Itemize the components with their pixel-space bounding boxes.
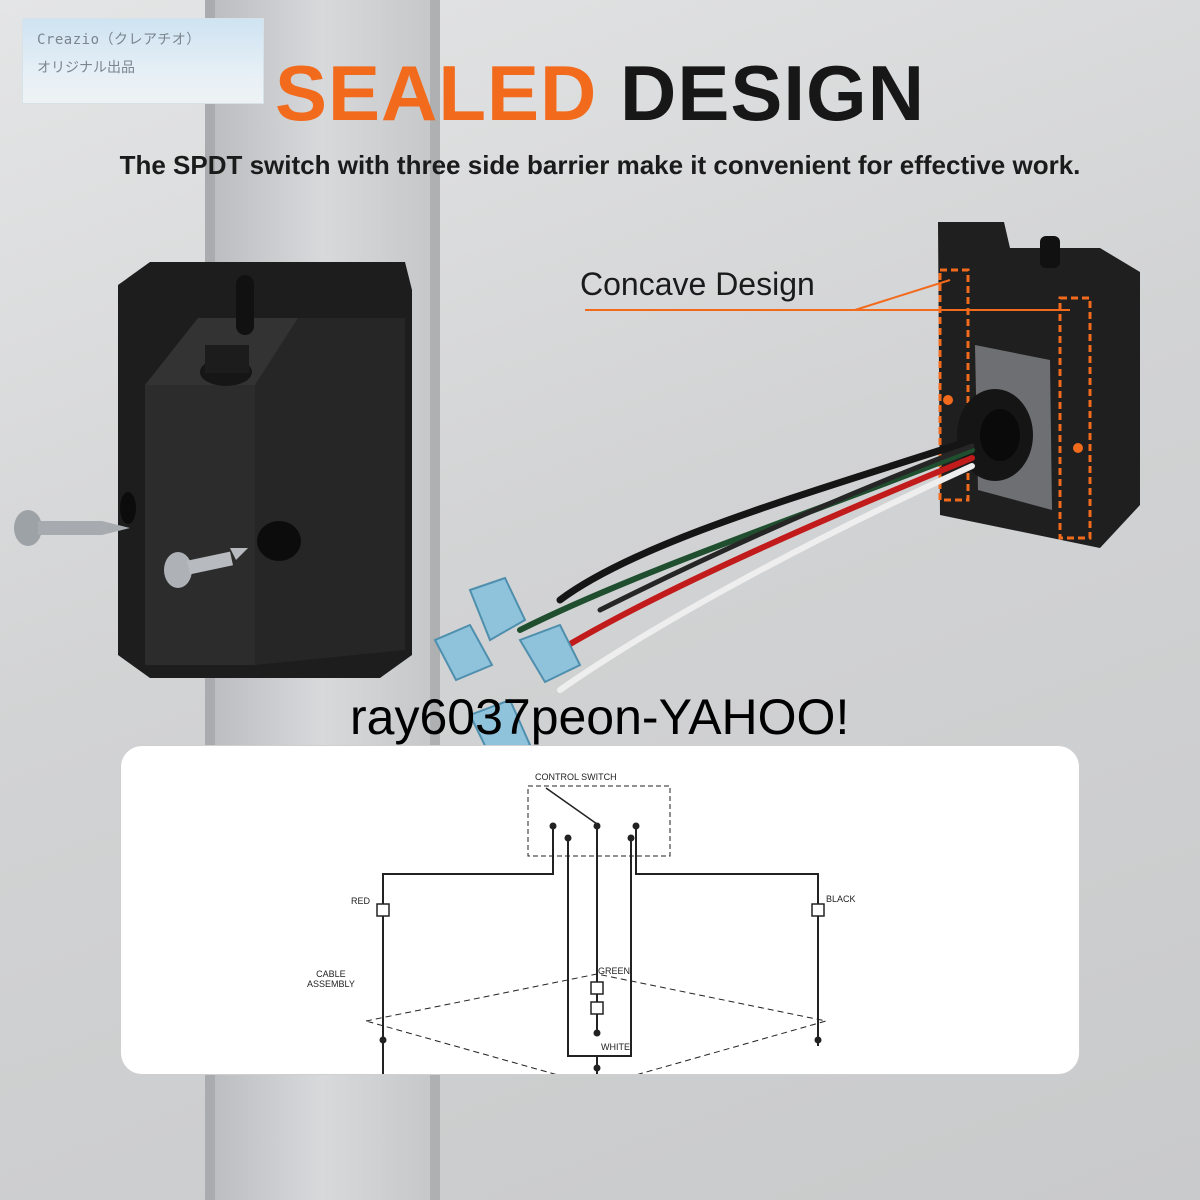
wire-bundle	[517, 436, 976, 693]
page-subtitle: The SPDT switch with three side barrier …	[119, 150, 1081, 180]
screw-icon	[164, 548, 248, 588]
label-cable-line1: CABLE	[316, 969, 346, 979]
overlay-watermark-text: ray6037peon-YAHOO!	[350, 689, 850, 745]
seller-watermark: Creazio（クレアチオ） オリジナル出品	[22, 18, 264, 104]
label-green: GREEN	[598, 966, 631, 976]
title-accent: SEALED	[274, 49, 598, 137]
wiring-diagram-panel: CONTROL SWITCH RED BLACK GREEN WHITE CAB…	[120, 745, 1080, 1075]
label-red: RED	[351, 896, 371, 906]
label-cable-assembly: CABLE ASSEMBLY	[307, 969, 355, 989]
label-black: BLACK	[826, 894, 856, 904]
label-white: WHITE	[601, 1042, 630, 1052]
screw-icon	[14, 510, 130, 546]
watermark-line1: Creazio（クレアチオ）	[37, 32, 201, 48]
concave-design-label: Concave Design	[580, 266, 815, 302]
watermark-line2: オリジナル出品	[37, 60, 135, 76]
switch-box-rear	[938, 222, 1140, 548]
wiring-diagram	[365, 785, 827, 1074]
concave-callout-lines	[585, 279, 1070, 311]
page-title: SEALED DESIGN	[0, 48, 1200, 139]
label-control-switch: CONTROL SWITCH	[535, 772, 617, 782]
title-rest: DESIGN	[620, 49, 926, 137]
label-cable-line2: ASSEMBLY	[307, 979, 355, 989]
switch-box-front	[118, 262, 412, 678]
